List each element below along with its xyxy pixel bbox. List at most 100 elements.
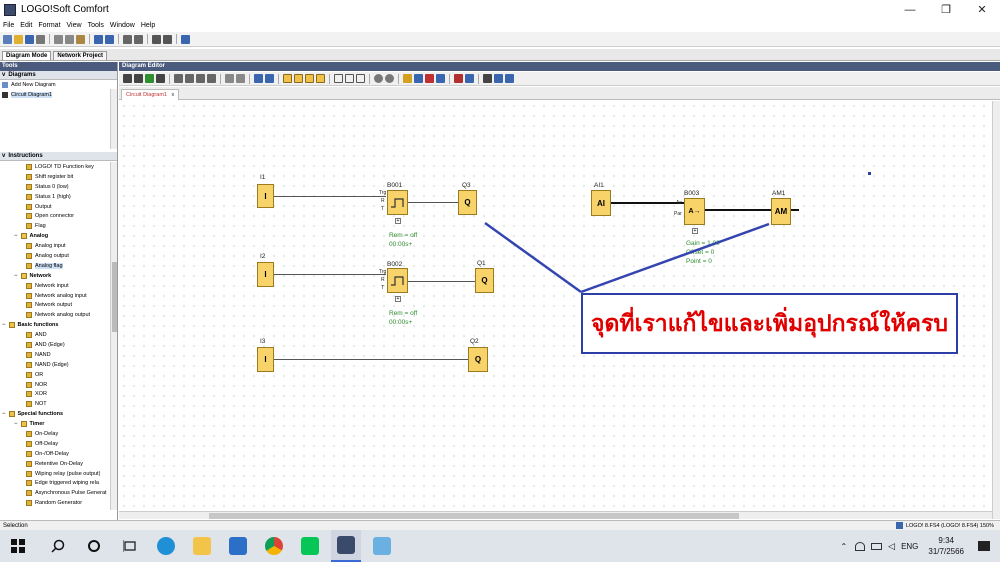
tree-item[interactable]: Analog output — [0, 251, 110, 261]
connect-tool-icon[interactable] — [134, 74, 143, 83]
join-connection-icon[interactable] — [236, 74, 245, 83]
maximize-button[interactable]: ❐ — [941, 4, 951, 16]
monitor-icon[interactable] — [436, 74, 445, 83]
tag-icon[interactable] — [425, 74, 434, 83]
start-button[interactable] — [3, 530, 33, 562]
analog-flag-block-am1[interactable]: AM — [771, 198, 791, 225]
canvas-vertical-scrollbar[interactable] — [992, 101, 1000, 519]
instructions-section-header[interactable]: v Instructions — [0, 152, 117, 161]
battery-icon[interactable] — [871, 542, 883, 550]
tree-folder[interactable]: −Analog — [0, 231, 110, 241]
print-icon[interactable] — [36, 34, 45, 44]
menu-help[interactable]: Help — [140, 21, 156, 29]
io-assign-icon[interactable] — [494, 74, 503, 83]
new-icon[interactable] — [3, 34, 12, 44]
grid-icon[interactable] — [356, 74, 365, 83]
tree-item[interactable]: Status 1 (high) — [0, 192, 110, 202]
tree-item[interactable]: Flag — [0, 221, 110, 231]
remote-desktop-button[interactable] — [367, 530, 397, 562]
on-delay-block-b002[interactable] — [387, 268, 408, 293]
output-block-q2[interactable]: Q — [468, 347, 488, 372]
cut-connection-icon[interactable] — [225, 74, 234, 83]
clock[interactable]: 9:34 31/7/2566 — [928, 535, 964, 557]
tree-folder[interactable]: −Special functions — [0, 409, 110, 419]
tree-item[interactable]: XOR — [0, 389, 110, 399]
parameter-toggle-icon[interactable]: + — [692, 228, 698, 234]
tree-folder[interactable]: −Timer — [0, 419, 110, 429]
notification-icon[interactable] — [978, 541, 990, 551]
chart-icon[interactable] — [454, 74, 463, 83]
zoom-in-icon[interactable] — [374, 74, 383, 83]
menu-format[interactable]: Format — [38, 21, 61, 29]
redo-icon[interactable] — [265, 74, 274, 83]
output-block-q1[interactable]: Q — [475, 268, 494, 293]
parameter-toggle-icon[interactable]: + — [395, 296, 401, 302]
undo-icon[interactable] — [254, 74, 263, 83]
help-pointer-icon[interactable] — [181, 34, 190, 44]
online-test-icon[interactable] — [163, 34, 172, 44]
wifi-icon[interactable] — [855, 541, 866, 551]
tree-item[interactable]: Network input — [0, 281, 110, 291]
collapse-icon[interactable]: − — [2, 411, 6, 418]
tree-item[interactable]: Open connector — [0, 211, 110, 221]
menu-edit[interactable]: Edit — [20, 21, 33, 29]
align-top-icon[interactable] — [196, 74, 205, 83]
language-indicator[interactable]: ENG — [901, 541, 919, 551]
instructions-scrollbar-thumb[interactable] — [112, 262, 117, 332]
tab-network-project[interactable]: Network Project — [53, 51, 108, 60]
tree-item[interactable]: AND — [0, 330, 110, 340]
connection-wire[interactable] — [408, 281, 475, 282]
close-button[interactable]: ✕ — [977, 4, 987, 16]
menu-window[interactable]: Window — [109, 21, 135, 29]
tree-item[interactable]: On-/Off-Delay — [0, 449, 110, 459]
analog-amplifier-block-b003[interactable]: A→ — [684, 198, 705, 225]
tree-item[interactable]: Asynchronous Pulse Generat — [0, 488, 110, 498]
connection-wire[interactable] — [274, 196, 386, 197]
canvas-horizontal-scrollbar[interactable] — [119, 511, 992, 519]
block-special-icon[interactable] — [316, 74, 325, 83]
transfer-logo-pc-icon[interactable] — [134, 34, 143, 44]
task-view-button[interactable] — [115, 530, 145, 562]
tree-item[interactable]: NOR — [0, 380, 110, 390]
menu-file[interactable]: File — [3, 21, 15, 29]
redo-icon[interactable] — [105, 34, 114, 44]
menu-tools[interactable]: Tools — [87, 21, 104, 29]
undo-icon[interactable] — [94, 34, 103, 44]
tree-item[interactable]: Edge triggered wiping rela — [0, 479, 110, 489]
align-bottom-icon[interactable] — [207, 74, 216, 83]
logo-soft-button[interactable] — [331, 530, 361, 562]
cortana-button[interactable] — [79, 530, 109, 562]
constants-icon[interactable] — [145, 74, 154, 83]
pencil-icon[interactable] — [403, 74, 412, 83]
split-view-icon[interactable] — [345, 74, 354, 83]
tree-item[interactable]: OR — [0, 370, 110, 380]
block-not-icon[interactable] — [305, 74, 314, 83]
collapse-icon[interactable]: − — [14, 233, 18, 240]
collapse-icon[interactable]: − — [14, 421, 18, 428]
circuit-diagram1-item[interactable]: Circuit Diagram1 — [0, 90, 117, 100]
simulation-icon[interactable] — [152, 34, 161, 44]
block-and-icon[interactable] — [283, 74, 292, 83]
volume-icon[interactable]: ◁ — [888, 540, 896, 551]
connection-wire[interactable] — [274, 274, 386, 275]
tree-item[interactable]: Status 0 (low) — [0, 182, 110, 192]
input-block-i2[interactable]: I — [257, 262, 274, 287]
tab-diagram-mode[interactable]: Diagram Mode — [2, 51, 52, 60]
tree-item[interactable]: Retentive On-Delay — [0, 459, 110, 469]
tree-item[interactable]: Network analog output — [0, 310, 110, 320]
tree-item[interactable]: Shift register bit — [0, 172, 110, 182]
tree-item[interactable]: Analog flag — [0, 261, 110, 271]
mail-button[interactable] — [223, 530, 253, 562]
pointer-icon[interactable] — [483, 74, 492, 83]
copy-icon[interactable] — [65, 34, 74, 44]
tab-circuit-diagram1[interactable]: Circuit Diagram1 x — [121, 89, 180, 100]
analog-input-block-ai1[interactable]: AI — [591, 190, 611, 216]
tree-item[interactable]: Network output — [0, 300, 110, 310]
chrome-button[interactable] — [259, 530, 289, 562]
collapse-icon[interactable]: − — [14, 272, 18, 279]
connection-wire[interactable] — [408, 202, 458, 203]
line-button[interactable] — [295, 530, 325, 562]
tree-item[interactable]: Wiping relay (pulse output) — [0, 469, 110, 479]
tab-close-icon[interactable]: x — [171, 92, 175, 98]
tree-item[interactable]: NAND — [0, 350, 110, 360]
